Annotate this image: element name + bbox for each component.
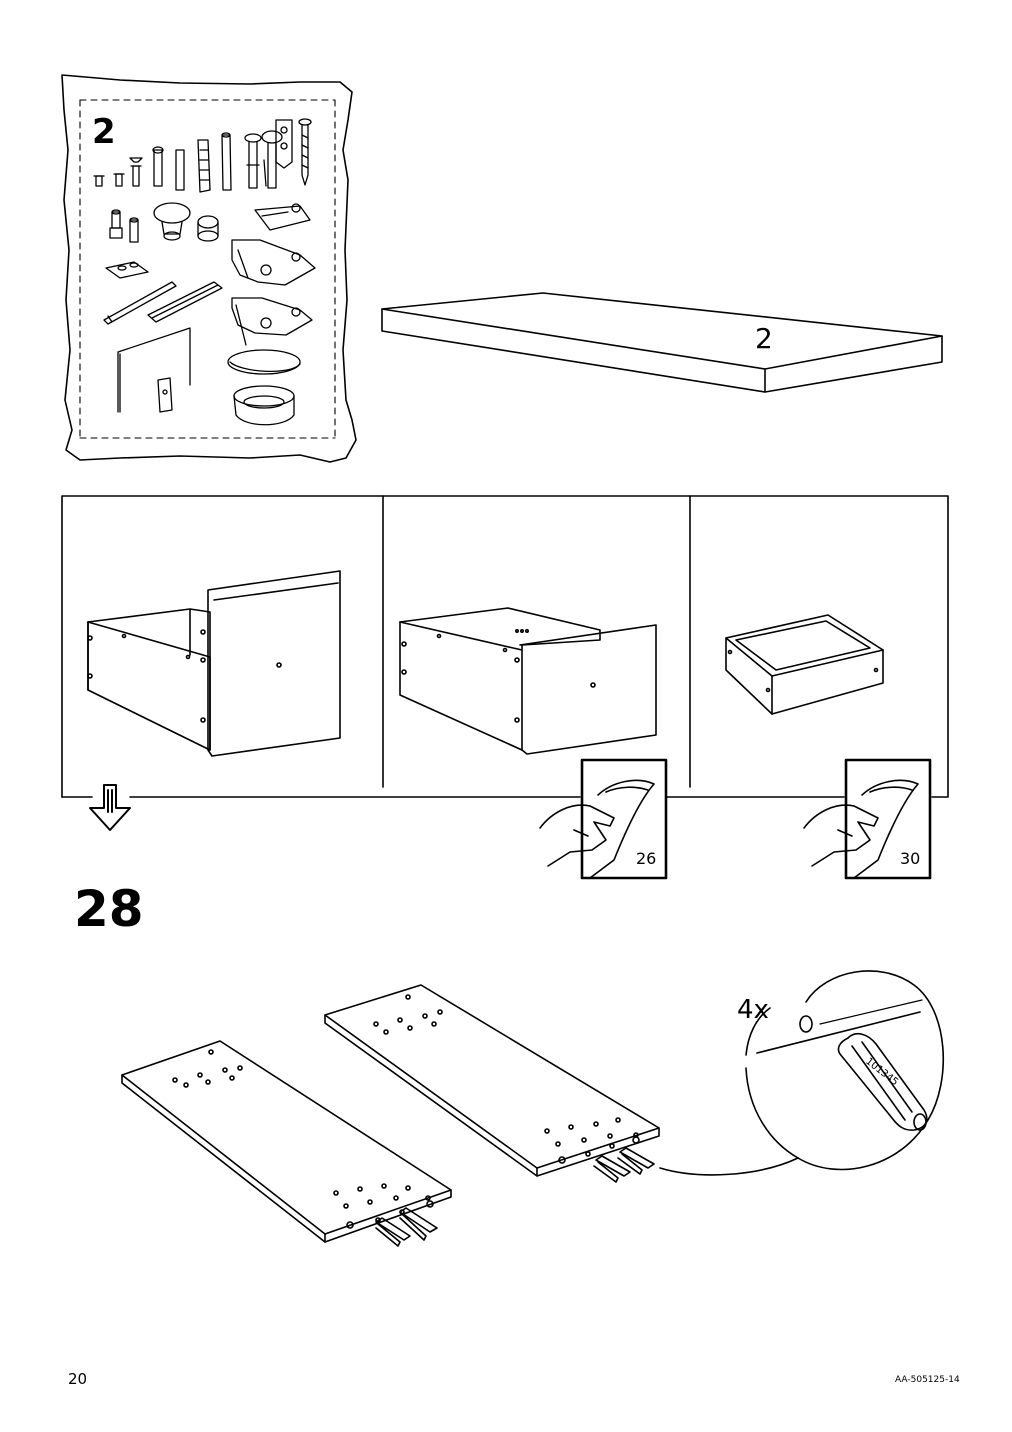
peel-page-icon	[803, 758, 932, 880]
dowel-quantity: 4x	[737, 995, 769, 1025]
fittings-bag-label: 2	[92, 112, 116, 152]
document-id: AA-505125-14	[895, 1375, 960, 1385]
reference-page-30: 30	[900, 849, 921, 868]
left-board-illustration	[121, 1040, 452, 1247]
page-number: 20	[68, 1370, 88, 1388]
deep-drawer-illustration	[87, 570, 341, 757]
dowel-detail-circle	[659, 970, 944, 1176]
drawer-options-frame	[61, 495, 949, 798]
step-number: 28	[74, 880, 144, 938]
shallow-drawer-illustration	[725, 614, 884, 715]
shelf-board-label: 2	[755, 322, 773, 355]
shelf-board-illustration	[381, 292, 943, 393]
right-board-illustration	[324, 984, 660, 1183]
reference-page-26: 26	[636, 849, 657, 868]
next-arrow-icon	[89, 784, 131, 831]
peel-page-icon	[539, 758, 668, 880]
fittings-bag-icon	[61, 74, 357, 463]
medium-drawer-illustration	[399, 607, 657, 755]
